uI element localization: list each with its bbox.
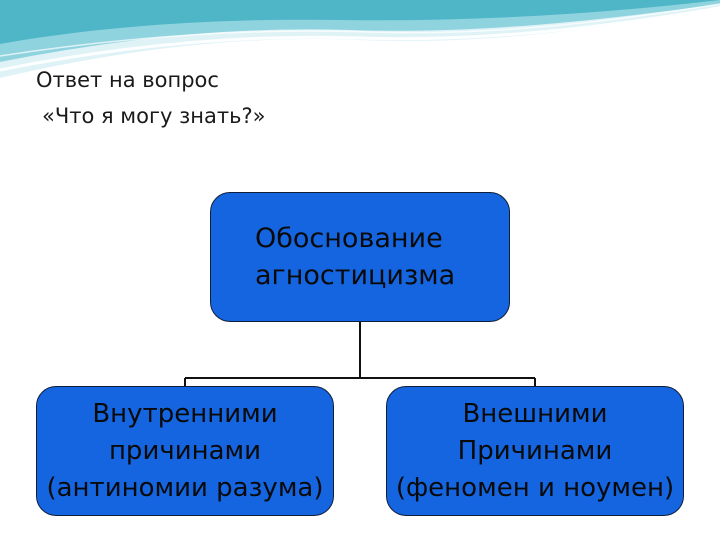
root-node-agnosticism: Обоснование агностицизма — [210, 192, 510, 322]
child-node-right-line-1: Внешними — [462, 398, 608, 429]
child-node-right-line-3: (феномен и ноумен) — [395, 472, 675, 503]
slide-title-line-2: «Что я могу знать?» — [42, 104, 266, 128]
child-node-left-line-3: (антиномии разума) — [46, 472, 324, 503]
child-node-left-line-2: причинами — [108, 435, 262, 466]
child-node-external-reasons: Внешними Причинами (феномен и ноумен) — [386, 386, 684, 516]
child-node-right-line-2: Причинами — [457, 435, 613, 466]
slide-title: Ответ на вопрос «Что я могу знать?» — [36, 62, 436, 134]
root-node-line-2: агностицизма — [255, 260, 456, 291]
child-node-left-line-1: Внутренними — [92, 398, 278, 429]
child-node-internal-reasons: Внутренними причинами (антиномии разума) — [36, 386, 334, 516]
decorative-wave-banner — [0, 0, 720, 78]
root-node-line-1: Обоснование — [255, 223, 443, 254]
slide-title-line-1: Ответ на вопрос — [36, 68, 219, 92]
